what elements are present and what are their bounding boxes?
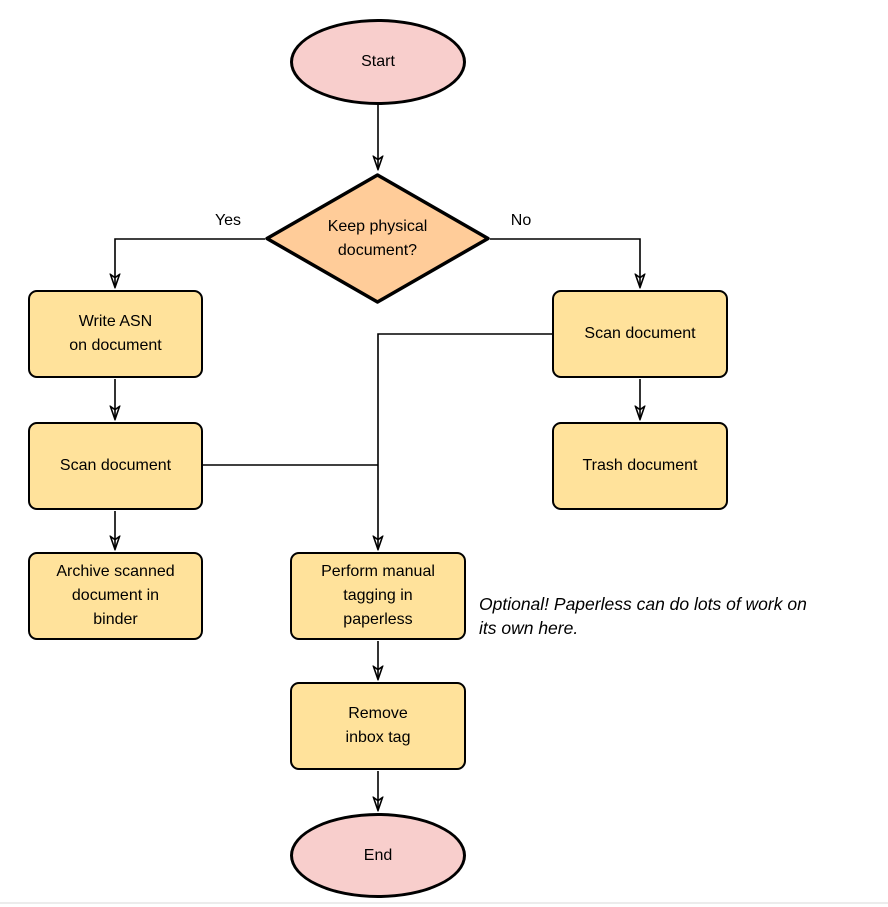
node-decision: Keep physical document? [263,172,492,305]
node-trash-document-label: Trash document [582,457,698,474]
node-decision-label: Keep physical document? [327,217,428,259]
edge-label-yes: Yes [214,212,242,229]
node-write-asn: Write ASN on document [28,290,203,378]
node-write-asn-label: Write ASN on document [69,313,162,354]
node-scan-document-left-label: Scan document [59,457,172,474]
edge-decision-no [490,238,640,287]
edge-scanright-to-tagging [378,333,552,549]
bottom-border-line [0,902,888,904]
node-start-label: Start [361,53,395,70]
edge-decision-yes [115,238,265,287]
node-archive-binder: Archive scanned document in binder [28,552,203,640]
decision-diamond-shape [265,173,490,304]
optional-note: Optional! Paperless can do lots of work … [479,594,807,638]
node-remove-inbox-tag-label: Remove inbox tag [345,705,411,746]
node-scan-document-right: Scan document [552,290,728,378]
node-trash-document: Trash document [552,422,728,510]
edge-label-no: No [510,212,532,229]
node-scan-document-left: Scan document [28,422,203,510]
node-start: Start [290,19,466,105]
node-scan-document-right-label: Scan document [584,325,696,342]
node-end: End [290,813,466,898]
node-manual-tagging: Perform manual tagging in paperless [290,552,466,640]
node-remove-inbox-tag: Remove inbox tag [290,682,466,770]
node-manual-tagging-label: Perform manual tagging in paperless [321,563,435,628]
node-end-label: End [363,846,393,864]
node-archive-binder-label: Archive scanned document in binder [56,563,175,628]
